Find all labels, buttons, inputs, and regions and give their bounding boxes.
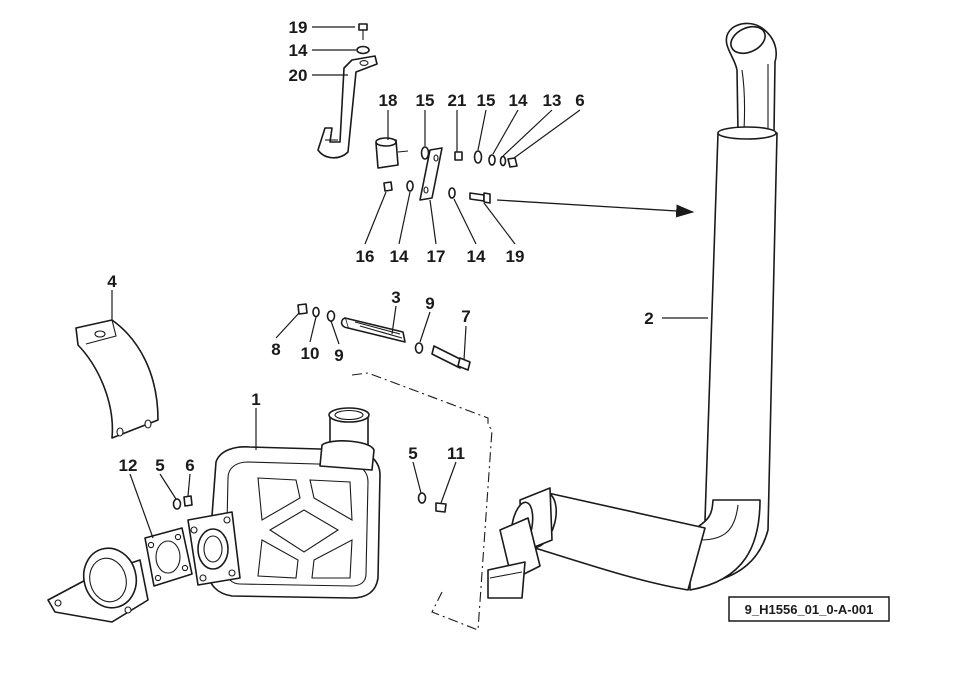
callout-16: 16 [356, 247, 375, 266]
callout-17: 17 [427, 247, 446, 266]
callout-5-a: 5 [155, 456, 164, 475]
callout-6-top: 6 [575, 91, 584, 110]
callout-15-a: 15 [416, 91, 435, 110]
callout-15-b: 15 [477, 91, 496, 110]
callout-6-b: 6 [185, 456, 194, 475]
reference-code: 9_H1556_01_0-A-001 [745, 602, 874, 617]
callout-9-b: 9 [334, 346, 343, 365]
callout-14-c: 14 [390, 247, 409, 266]
leader-lines [111, 26, 708, 539]
callout-8: 8 [271, 340, 280, 359]
assembly-arrow [496, 199, 695, 218]
callout-4: 4 [107, 272, 117, 291]
callout-labels: 19 14 20 18 15 21 15 14 13 6 16 14 17 14… [107, 18, 653, 475]
callout-11: 11 [447, 444, 465, 463]
muffler-small-hardware [172, 492, 447, 513]
callout-1: 1 [251, 390, 260, 409]
callout-14-top: 14 [289, 41, 308, 60]
callout-18: 18 [379, 91, 398, 110]
callout-14-d: 14 [467, 247, 486, 266]
callout-2: 2 [644, 309, 653, 328]
alignment-dash-line [351, 372, 493, 631]
reference-code-box: 9_H1556_01_0-A-001 [728, 596, 890, 622]
manifold-outlet [47, 547, 149, 623]
callout-10: 10 [301, 344, 320, 363]
callout-21: 21 [448, 91, 467, 110]
callout-14-b: 14 [509, 91, 528, 110]
callout-12: 12 [119, 456, 138, 475]
callout-9-a: 9 [425, 294, 434, 313]
callout-5-b: 5 [408, 444, 417, 463]
callout-13: 13 [543, 91, 562, 110]
pipe-clamp-hardware [297, 303, 471, 371]
upper-mount-hardware [317, 23, 518, 204]
exhaust-pipe-assembly [487, 22, 778, 599]
support-bracket [75, 319, 159, 439]
callout-20: 20 [289, 66, 308, 85]
callout-19-top: 19 [289, 18, 308, 37]
callout-7: 7 [461, 307, 470, 326]
muffler [187, 407, 381, 599]
callout-19-b: 19 [506, 247, 525, 266]
callout-3: 3 [391, 288, 400, 307]
flange-gasket [144, 527, 193, 587]
